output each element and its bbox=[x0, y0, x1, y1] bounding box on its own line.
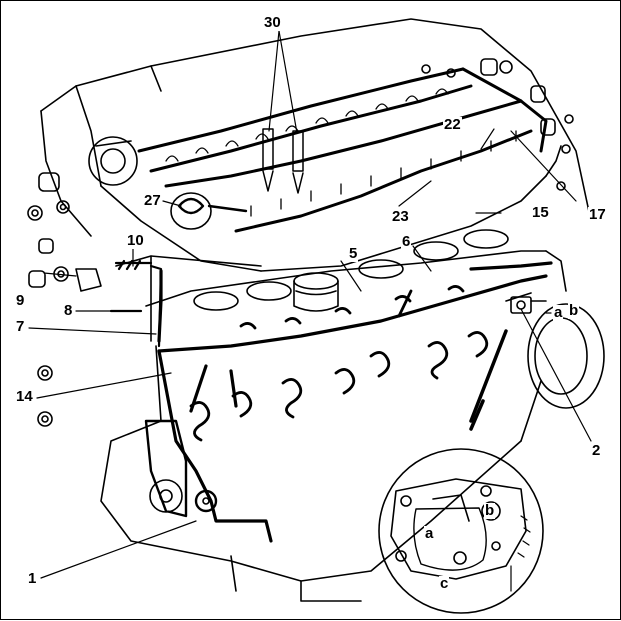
head-end-plugs bbox=[421, 58, 574, 191]
callout-7: 7 bbox=[15, 318, 26, 335]
callout-6: 6 bbox=[401, 233, 412, 250]
callout-2: 2 bbox=[591, 442, 602, 459]
left-side-plugs bbox=[27, 172, 102, 427]
engine-block-outline bbox=[100, 250, 567, 602]
crank-bearing-seals bbox=[189, 285, 489, 442]
rear-oil-bracket bbox=[505, 292, 547, 314]
callout-22: 22 bbox=[443, 116, 462, 133]
inset-label-c: c bbox=[439, 575, 450, 592]
callout-8: 8 bbox=[63, 302, 74, 319]
cylinder-head-outline bbox=[40, 18, 592, 272]
callout-27: 27 bbox=[143, 192, 162, 209]
callout-17: 17 bbox=[588, 206, 607, 223]
callout-23: 23 bbox=[391, 208, 410, 225]
callout-1: 1 bbox=[27, 570, 38, 587]
piston bbox=[293, 272, 339, 312]
callout-15: 15 bbox=[531, 204, 550, 221]
callout-9: 9 bbox=[15, 292, 26, 309]
callout-14: 14 bbox=[15, 388, 34, 405]
injectors-30 bbox=[262, 128, 304, 194]
inset-connector bbox=[469, 329, 508, 431]
cylinder-bores bbox=[193, 229, 509, 311]
inset-label-b: b bbox=[484, 502, 496, 519]
block-seal-rows bbox=[157, 261, 553, 543]
detail-inset bbox=[378, 448, 544, 614]
seal-27 bbox=[170, 192, 248, 230]
oil-gallery-tube bbox=[109, 259, 163, 348]
rear-housing bbox=[527, 303, 605, 409]
callout-5: 5 bbox=[348, 245, 359, 262]
front-timing-chain bbox=[144, 419, 218, 518]
inset-label-a: a bbox=[424, 525, 435, 542]
camshaft-sprocket bbox=[88, 136, 138, 186]
head-cam-lobes bbox=[165, 88, 517, 217]
callout-b: b bbox=[568, 302, 580, 319]
callout-30: 30 bbox=[263, 14, 282, 31]
leader-lines bbox=[28, 30, 592, 579]
callout-10: 10 bbox=[126, 232, 145, 249]
callout-a: a bbox=[553, 304, 564, 321]
head-seal-rows bbox=[137, 67, 548, 233]
